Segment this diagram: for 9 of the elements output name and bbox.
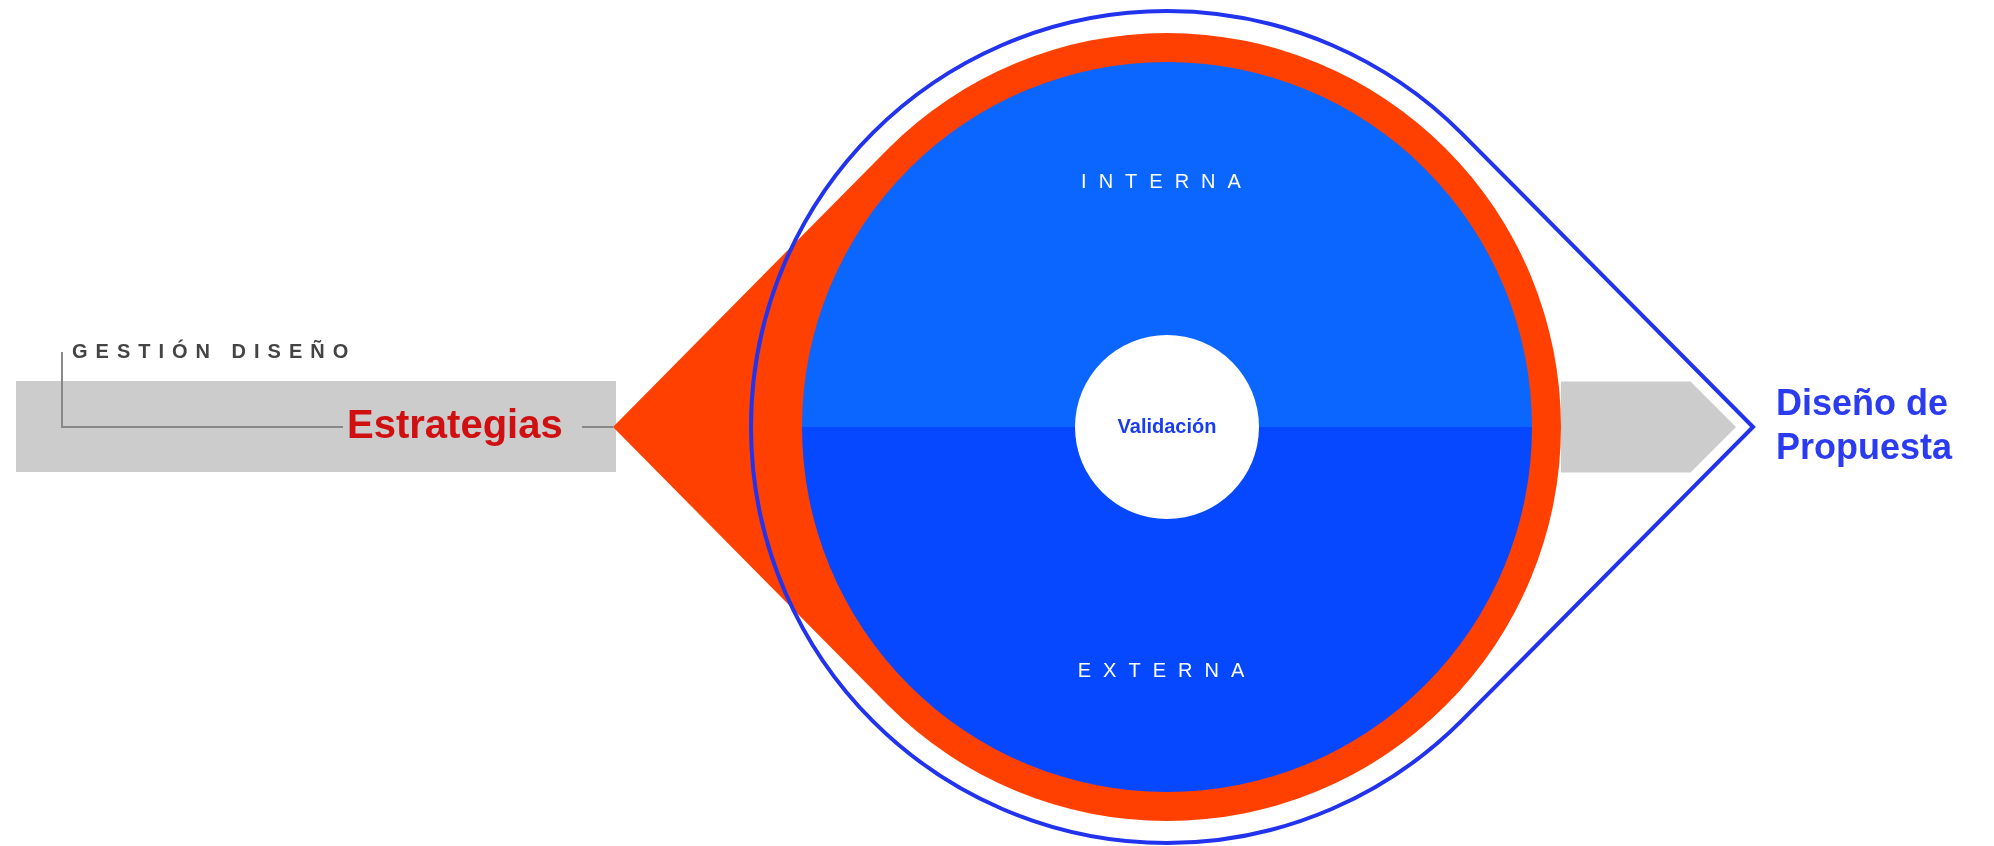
stage-label: Estrategias [347,402,563,447]
outcome-label: Diseño de Propuesta [1776,381,1954,469]
section-label: EXTERNA [1076,659,1258,682]
connector-line [581,426,614,428]
section-label: INTERNA [1080,170,1254,193]
center-label: Validación [1116,415,1218,438]
band-arrow [1561,381,1736,473]
section-heading: GESTIÓN DISEÑO [72,340,357,363]
leader-line [61,351,344,428]
